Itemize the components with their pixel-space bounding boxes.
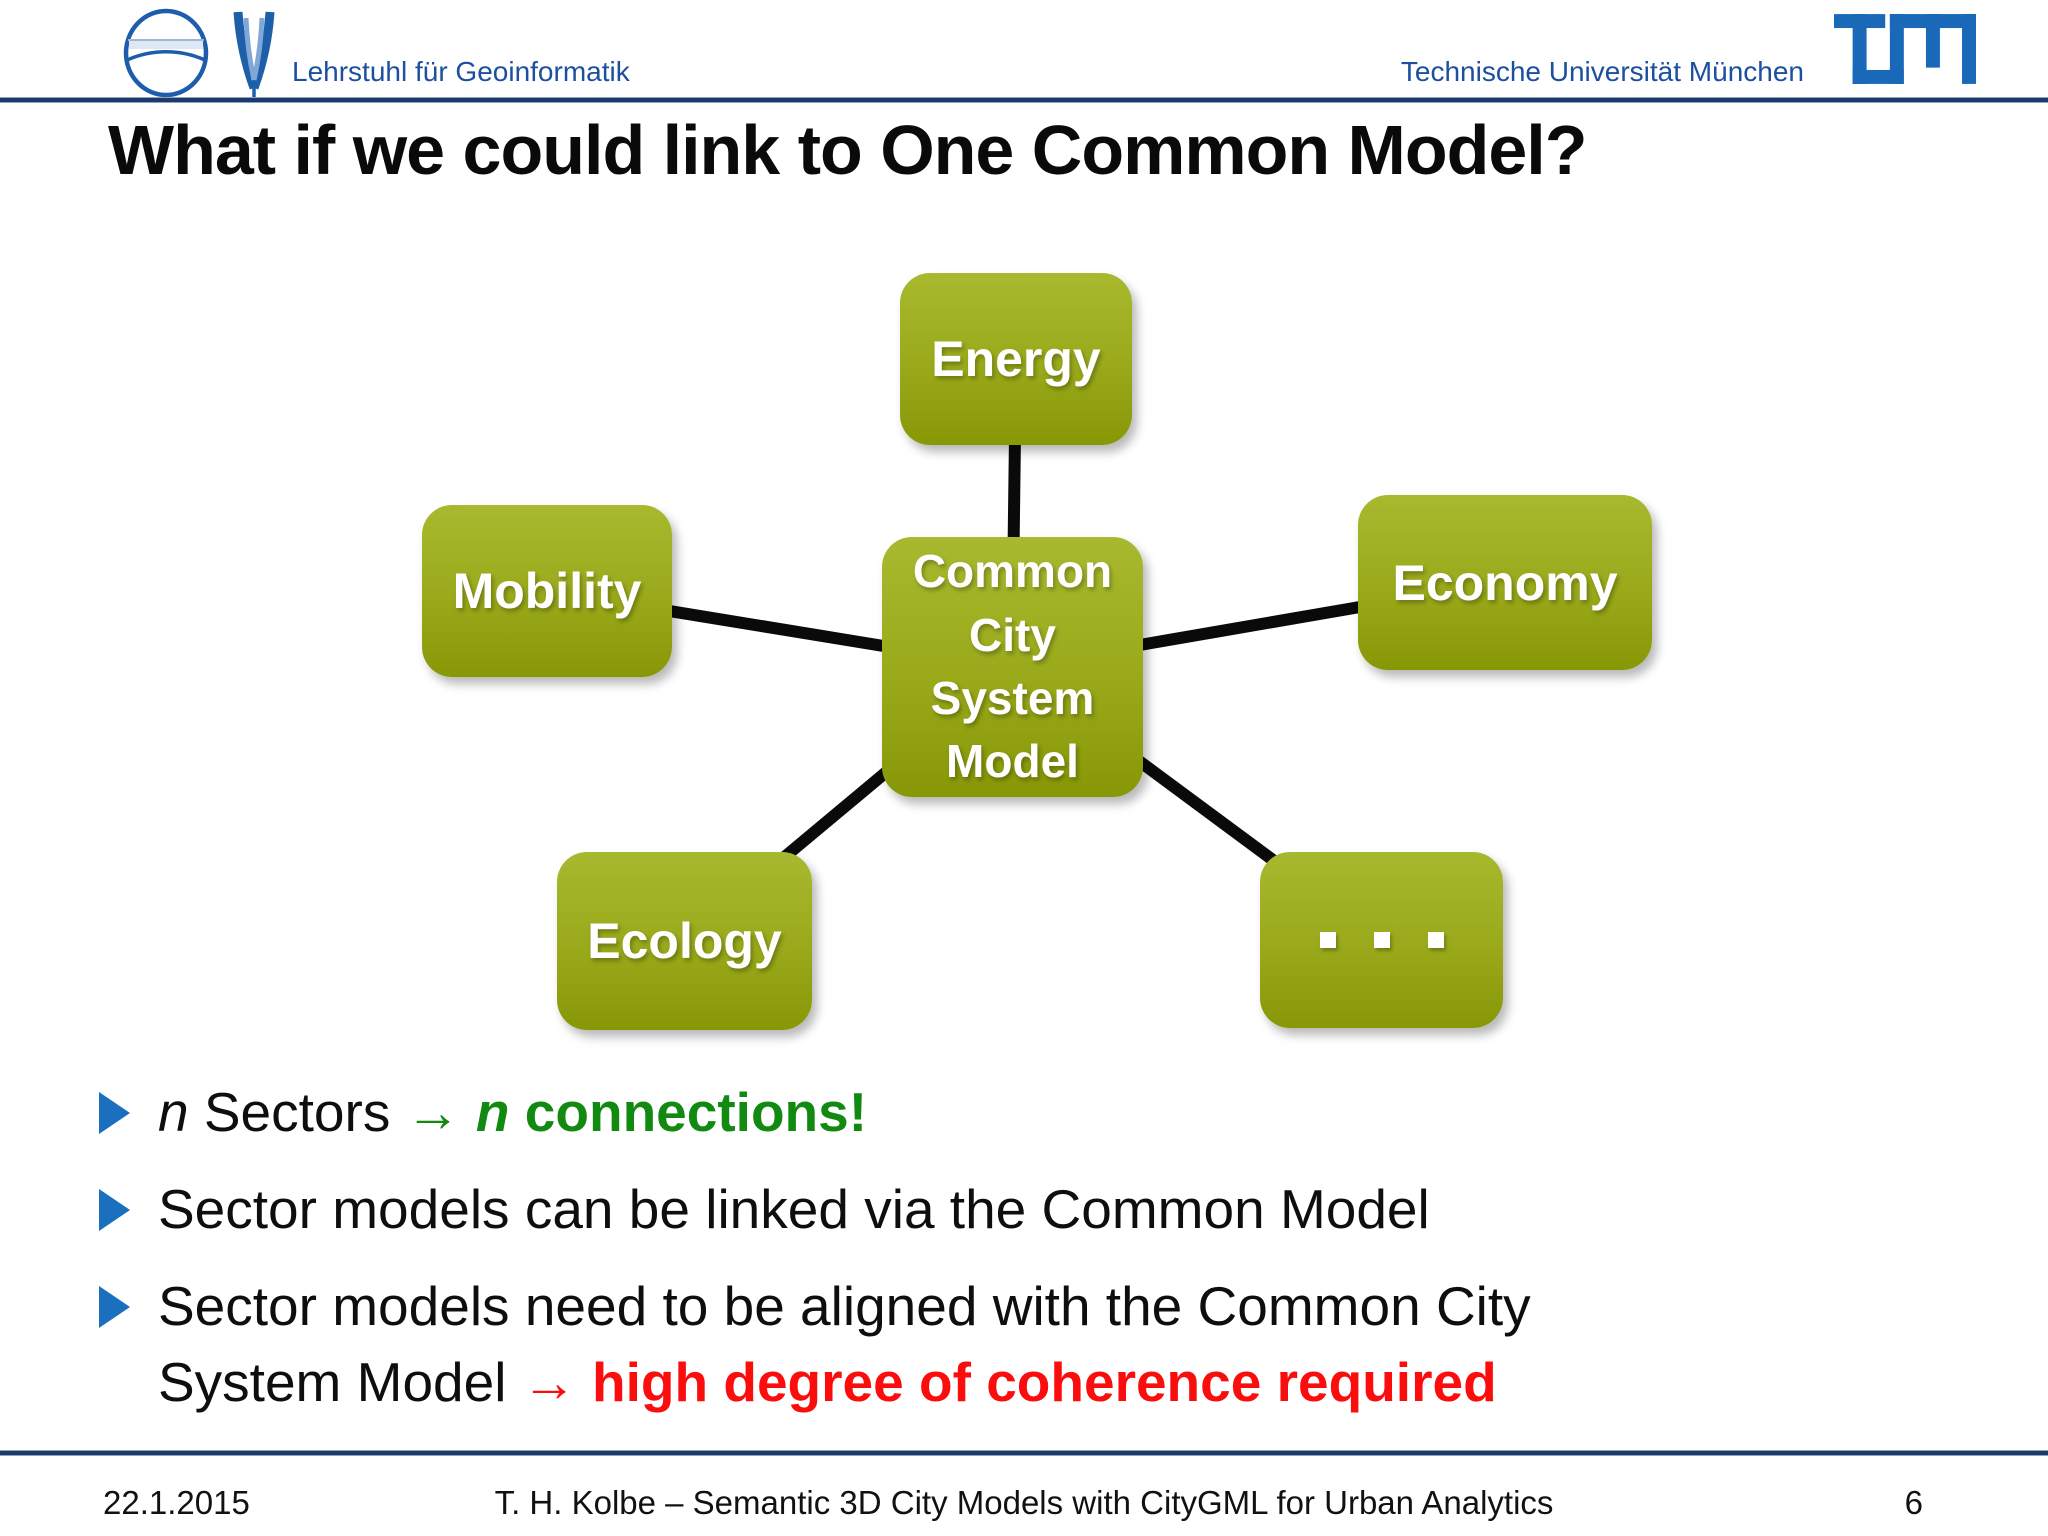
bullet-triangle-icon	[99, 1285, 130, 1328]
bullet-triangle-icon	[99, 1092, 130, 1134]
connections-text: connections!	[509, 1081, 868, 1143]
department-label: Lehrstuhl für Geoinformatik	[292, 56, 630, 87]
bullet-text: n Sectors → n connections!	[158, 1075, 867, 1151]
green-arrow: →	[405, 1081, 476, 1143]
bullet-linked-via-common-model: Sector models can be linked via the Comm…	[95, 1172, 1795, 1248]
sectors-text: Sectors	[188, 1081, 406, 1143]
bullet-coherence-required: Sector models need to be aligned with th…	[95, 1269, 1795, 1421]
footer-page-number: 6	[1904, 1484, 1923, 1521]
bullet-text: Sector models can be linked via the Comm…	[158, 1177, 1430, 1240]
n-variable-green: n	[475, 1081, 510, 1143]
diagram-node-common-city-system-model: Common City System Model	[882, 537, 1143, 797]
diagram-node-economy: Economy	[1358, 495, 1652, 670]
footer-divider	[0, 1450, 2048, 1456]
aligned-text: Sector models need to be aligned with th…	[158, 1274, 1531, 1413]
tum-logo-icon	[1834, 14, 1976, 84]
university-label: Technische Universität München	[1400, 56, 1804, 87]
bullet-list: n Sectors → n connections! Sector models…	[95, 1075, 1795, 1442]
page-title: What if we could link to One Common Mode…	[108, 111, 1588, 189]
hub-spoke-diagram: Energy Mobility Economy Common City Syst…	[0, 205, 2048, 1075]
footer-date: 22.1.2015	[103, 1484, 250, 1521]
diagram-node-mobility: Mobility	[422, 505, 672, 677]
bullet-text: Sector models need to be aligned with th…	[158, 1269, 1578, 1421]
feather-v-icon	[233, 11, 275, 100]
diagram-node-ecology: Ecology	[557, 852, 812, 1030]
geodesy-globe-icon	[123, 8, 209, 98]
ellipsis-dots-icon	[1319, 932, 1444, 948]
slide-header: Lehrstuhl für Geoinformatik Technische U…	[0, 0, 2048, 100]
bullet-triangle-icon	[99, 1188, 130, 1231]
bullet-n-sectors: n Sectors → n connections!	[95, 1075, 1795, 1151]
footer-caption: T. H. Kolbe – Semantic 3D City Models wi…	[494, 1484, 1554, 1521]
diagram-node-energy: Energy	[900, 273, 1132, 445]
n-variable: n	[158, 1081, 189, 1143]
coherence-required-text: → high degree of coherence required	[521, 1350, 1497, 1413]
header-divider	[0, 97, 2048, 103]
diagram-node-ellipsis	[1260, 852, 1503, 1028]
